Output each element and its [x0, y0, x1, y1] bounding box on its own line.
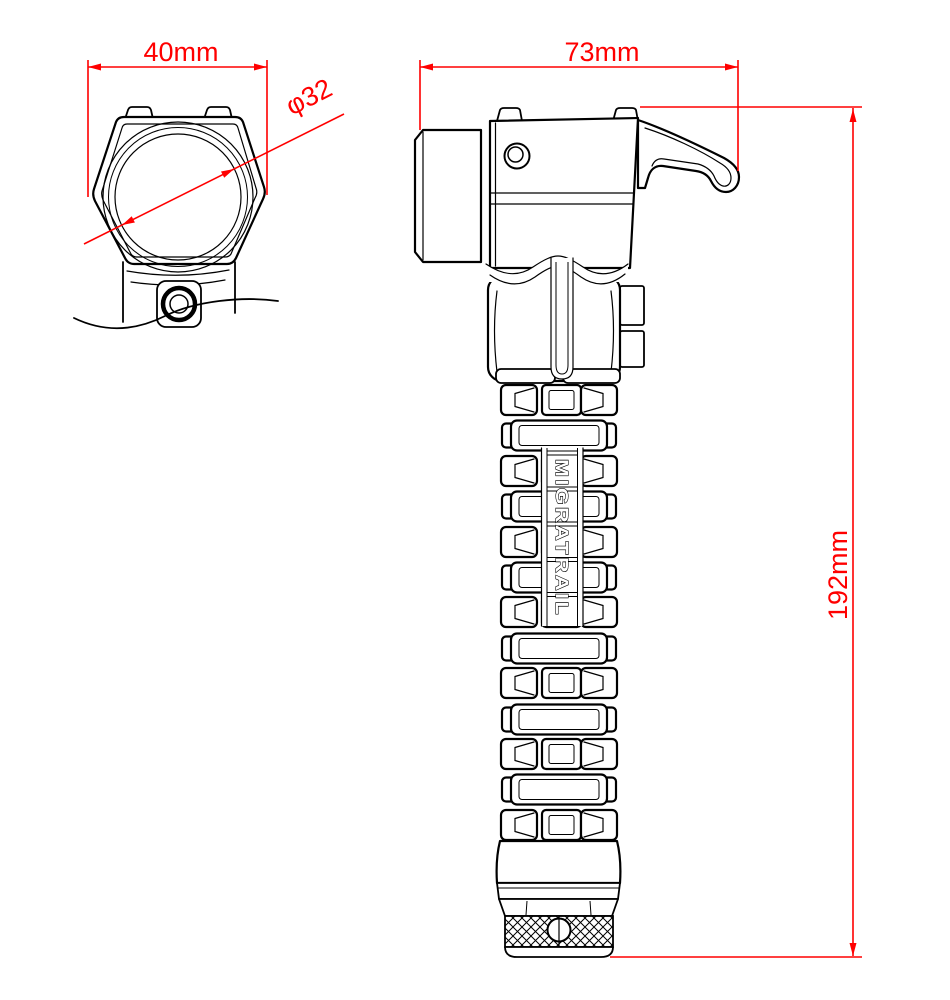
side-button-bottom	[619, 330, 645, 368]
face-circle-mid	[108, 127, 248, 267]
face-circle-outer	[102, 121, 254, 273]
dim-40-label: 40mm	[143, 37, 218, 67]
arrow-73-right	[725, 63, 738, 71]
arrow-73-left	[420, 63, 433, 71]
face-circle-inner	[114, 133, 242, 261]
dimension-lines	[83, 60, 862, 958]
arrow-phi32-lower	[122, 216, 135, 225]
hex-head-inner-line	[101, 123, 258, 258]
grip-row-blocks	[499, 737, 619, 771]
arrow-192-bottom	[849, 943, 857, 956]
hammer-face-cap	[413, 128, 483, 264]
cap-taper-ticks	[525, 900, 592, 916]
head-bolt-inner	[507, 146, 524, 163]
grip-row-blocks	[499, 808, 619, 842]
cap-band	[496, 882, 621, 900]
side-view-tool: MIGRATRAIL	[413, 107, 741, 958]
head-bolt	[503, 142, 531, 170]
neck-arc-1	[126, 269, 230, 276]
dim-40-extension-lines	[87, 60, 268, 197]
slot-inner-line	[555, 262, 569, 375]
hex-head-outline	[92, 115, 266, 266]
grip-row-bar	[500, 703, 618, 736]
claw-outline	[636, 118, 741, 194]
cap-bottom-lip	[504, 946, 614, 958]
dim-73-label: 73mm	[564, 37, 639, 67]
arrow-40-left	[88, 63, 101, 71]
brand-text: MIGRATRAIL	[552, 459, 572, 617]
slot-fill	[551, 258, 573, 379]
grip-row-blocks	[499, 666, 619, 700]
dim-73-extension-lines	[419, 60, 739, 171]
arrow-phi32-upper	[221, 169, 234, 178]
collar-right-highlight	[610, 290, 615, 373]
end-cap	[495, 839, 622, 958]
front-view-hammer-head	[73, 106, 279, 330]
grip-row-bar	[500, 419, 618, 452]
dimension-arrowheads	[88, 63, 857, 956]
claw-inner-line	[644, 127, 732, 187]
brand-channel: MIGRATRAIL	[540, 447, 584, 627]
grip-row-blocks	[499, 383, 619, 417]
collar-left-highlight	[493, 290, 498, 373]
saddle-curve-1	[485, 255, 629, 275]
dim-phi32-label: φ32	[281, 73, 337, 121]
arrow-40-right	[254, 63, 267, 71]
collar-flange-left	[495, 368, 556, 384]
head-tab-left	[496, 107, 523, 122]
side-button-top	[619, 285, 645, 326]
break-line	[73, 298, 279, 330]
channel-outer-borders	[540, 447, 584, 627]
arrow-192-top	[849, 109, 857, 122]
grip-row-bar	[500, 632, 618, 665]
dim-192-extension-lines	[610, 106, 862, 958]
grip-row-bar	[500, 773, 618, 806]
cap-taper	[498, 898, 619, 917]
cap-flare	[495, 839, 622, 885]
slot-outline	[550, 257, 574, 380]
channel-cross-lines	[547, 450, 578, 597]
dim-192-label: 192mm	[823, 530, 853, 620]
